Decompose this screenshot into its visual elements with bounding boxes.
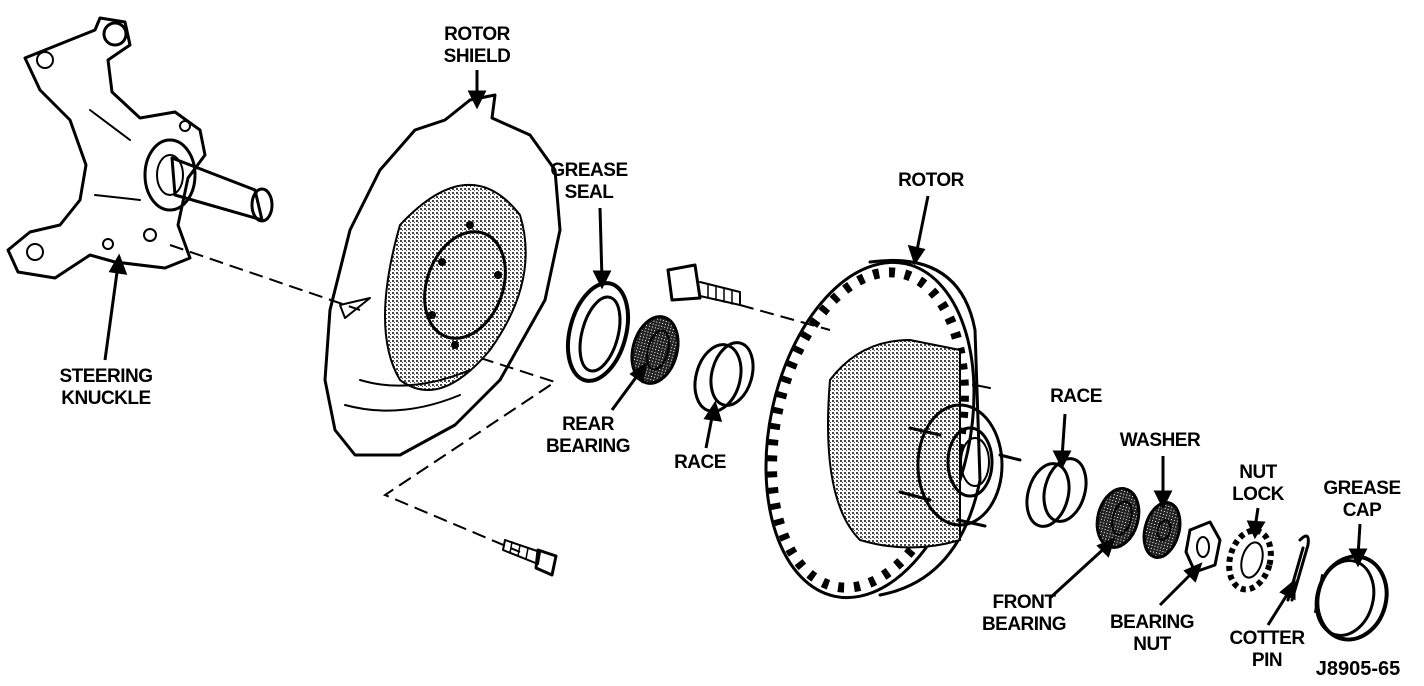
label-line: PIN bbox=[1251, 650, 1283, 671]
label-nut-lock: NUT LOCK bbox=[1226, 462, 1290, 506]
label-steering-knuckle: STEERING KNUCKLE bbox=[44, 366, 168, 410]
label-line: BEARING bbox=[545, 436, 631, 457]
rear-race-part bbox=[693, 341, 755, 413]
grease-cap-part bbox=[1314, 554, 1389, 642]
label-line: RACE bbox=[674, 452, 726, 473]
label-line: COTTER bbox=[1229, 628, 1305, 649]
rotor-part bbox=[764, 258, 1022, 600]
front-race-part bbox=[1025, 457, 1088, 528]
rotor-shield-part bbox=[323, 93, 562, 457]
steering-knuckle-part bbox=[6, 16, 274, 280]
label-line: SHIELD bbox=[443, 46, 511, 67]
label-race-front: RACE bbox=[1044, 386, 1108, 408]
nut-lock-part bbox=[1226, 527, 1274, 593]
label-rear-bearing: REAR BEARING bbox=[538, 414, 638, 458]
label-grease-cap: GREASE CAP bbox=[1314, 478, 1410, 522]
label-line: NUT bbox=[1133, 634, 1171, 655]
figure-code: J8905-65 bbox=[1315, 658, 1401, 680]
label-line: BEARING bbox=[981, 614, 1067, 635]
label-grease-seal: GREASE SEAL bbox=[546, 160, 632, 204]
label-bearing-nut: BEARING NUT bbox=[1100, 612, 1204, 656]
label-line: ROTOR bbox=[898, 170, 964, 191]
wheel-stud-part bbox=[666, 263, 741, 306]
label-race-rear: RACE bbox=[668, 452, 732, 474]
leader-arrows bbox=[103, 70, 1368, 626]
label-rotor: ROTOR bbox=[888, 170, 974, 192]
label-line: REAR bbox=[562, 414, 614, 435]
label-line: RACE bbox=[1050, 386, 1102, 407]
label-washer: WASHER bbox=[1110, 430, 1210, 452]
label-line: FRONT bbox=[992, 592, 1056, 613]
label-line: GREASE bbox=[1323, 478, 1401, 499]
label-line: BEARING bbox=[1109, 612, 1195, 633]
label-line: KNUCKLE bbox=[61, 388, 151, 409]
label-line: WASHER bbox=[1119, 430, 1201, 451]
label-line: STEERING bbox=[59, 366, 153, 387]
label-front-bearing: FRONT BEARING bbox=[972, 592, 1076, 636]
label-line: ROTOR bbox=[444, 24, 510, 45]
label-rotor-shield: ROTOR SHIELD bbox=[434, 24, 520, 68]
label-line: GREASE bbox=[550, 160, 628, 181]
bearing-nut-part bbox=[1184, 520, 1222, 574]
assembly-center-lines bbox=[169, 244, 831, 553]
label-line: NUT bbox=[1239, 462, 1277, 483]
washer-part bbox=[1142, 501, 1182, 559]
front-bearing-part bbox=[1095, 487, 1141, 549]
label-line: SEAL bbox=[564, 182, 614, 203]
label-line: LOCK bbox=[1232, 484, 1284, 505]
grease-seal-part bbox=[566, 281, 630, 383]
label-line: CAP bbox=[1342, 500, 1382, 521]
label-cotter-pin: COTTER PIN bbox=[1222, 628, 1312, 672]
shield-bolt-part bbox=[502, 539, 558, 577]
